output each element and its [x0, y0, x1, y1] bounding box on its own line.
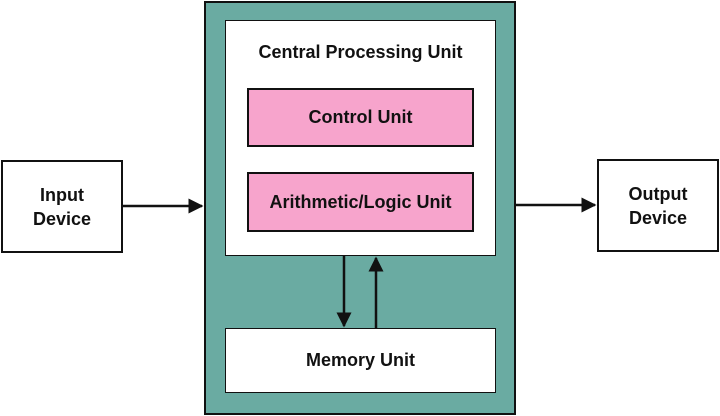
alu-label: Arithmetic/Logic Unit: [269, 191, 452, 212]
control-unit-box: Control Unit: [247, 88, 474, 147]
input-device-label-line1: Input: [40, 184, 84, 205]
memory-unit-label: Memory Unit: [305, 350, 415, 370]
output-device-label-line2: Device: [628, 207, 688, 228]
output-device-box: Output Device: [597, 159, 719, 252]
cpu-title: Central Processing Unit: [258, 42, 463, 62]
input-device-box: Input Device: [1, 160, 123, 253]
memory-unit-box: Memory Unit: [225, 328, 496, 393]
input-device-label-line2: Device: [32, 208, 92, 229]
output-device-label-line1: Output: [628, 183, 688, 204]
alu-box: Arithmetic/Logic Unit: [247, 172, 474, 232]
control-unit-label: Control Unit: [308, 107, 413, 127]
